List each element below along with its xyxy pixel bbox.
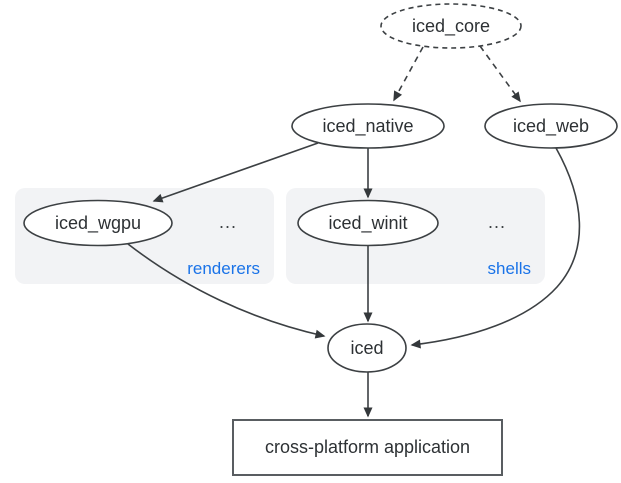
node-label-iced-web: iced_web <box>512 115 590 136</box>
node-label-iced-winit: iced_winit <box>328 213 408 233</box>
node-iced-winit-shape <box>297 199 439 247</box>
node-iced-shape <box>327 323 407 373</box>
shells-ellipsis: ... <box>487 211 506 232</box>
node-iced-core-shape <box>380 3 522 49</box>
node-iced-wgpu-shape <box>23 199 173 247</box>
node-label-app: cross-platform application <box>264 437 471 457</box>
edge-iced-core-to-iced-native <box>393 46 424 102</box>
renderers-ellipsis: ... <box>218 211 237 232</box>
node-app-shape <box>232 419 503 476</box>
edge-iced-core-to-iced-web <box>479 45 521 103</box>
node-label-iced: iced <box>350 337 384 358</box>
edge-iced-wgpu-to-iced <box>127 243 326 339</box>
edge-iced-native-to-iced-wgpu <box>152 142 319 203</box>
group-label-renderers: renderers <box>187 259 260 278</box>
node-iced-web-shape <box>484 103 618 149</box>
node-label-iced-native: iced_native <box>322 115 414 136</box>
group-label-shells: shells <box>487 259 531 278</box>
node-label-iced-core: iced_core <box>411 15 491 36</box>
node-label-iced-wgpu: iced_wgpu <box>54 213 142 233</box>
edge-iced-web-to-iced <box>410 147 581 349</box>
